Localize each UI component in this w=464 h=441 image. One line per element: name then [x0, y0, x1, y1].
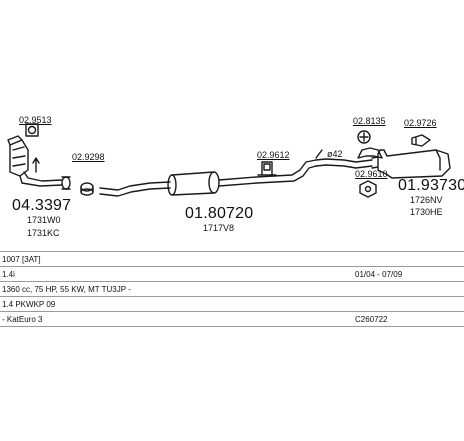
spec-value: 1.4i [2, 270, 15, 279]
spec-row: 1360 cc, 75 HP, 55 KW, MT TU3JP - [0, 281, 464, 296]
hanger-bracket-icon [257, 161, 277, 176]
clamp-icon [411, 134, 431, 147]
oem-ref: 1730HE [410, 207, 443, 217]
part-ref-ring[interactable]: 02.9298 [72, 152, 105, 162]
vehicle-spec-table: 1007 [3AT] 1.4i 01/04 - 07/09 1360 cc, 7… [0, 251, 464, 327]
rubber-mount-icon [357, 130, 383, 159]
spec-value: 1360 cc, 75 HP, 55 KW, MT TU3JP - [2, 285, 131, 294]
catalytic-converter-icon [7, 135, 63, 187]
dimension-arrow [315, 149, 323, 159]
part-code-middle[interactable]: 01.80720 [185, 205, 254, 222]
spec-value: 1007 [3AT] [2, 255, 41, 264]
part-ref-mount[interactable]: 02.8135 [353, 116, 386, 126]
middle-silencer-icon [167, 171, 220, 196]
spec-row: 1.4i 01/04 - 07/09 [0, 266, 464, 281]
part-ref-hanger[interactable]: 02.9612 [257, 150, 290, 160]
part-ref-seal[interactable]: 02.9610 [355, 169, 388, 179]
oem-ref: 1731KC [27, 228, 60, 238]
part-ref-gasket[interactable]: 02.9513 [19, 115, 52, 125]
exhaust-system-diagram: 02.9513 02.9298 02.9612 02.8135 02.9726 … [7, 115, 464, 238]
spec-extra: C260722 [355, 315, 388, 324]
rear-pipe [218, 159, 317, 181]
part-ref-clamp[interactable]: 02.9726 [404, 118, 437, 128]
oem-ref: 1731W0 [27, 215, 61, 225]
flange-gasket-icon [25, 123, 39, 137]
oem-ref: 1717V8 [203, 223, 235, 233]
spec-value: - KatEuro 3 [2, 315, 43, 324]
spec-row: 1.4 PKWKP 09 [0, 296, 464, 311]
spec-row: - KatEuro 3 C260722 [0, 311, 464, 327]
seal-icon [359, 180, 377, 198]
pipe-diameter-label: ø42 [327, 149, 343, 159]
spec-extra: 01/04 - 07/09 [355, 270, 403, 279]
connector-clamp-icon [61, 176, 71, 190]
oem-ref: 1726NV [410, 195, 443, 205]
intermediate-pipe [99, 181, 171, 191]
ring-gasket-icon [80, 182, 94, 196]
spec-row: 1007 [3AT] [0, 251, 464, 266]
part-code-front[interactable]: 04.3397 [12, 197, 72, 214]
part-code-rear[interactable]: 01.93730 [398, 177, 464, 194]
spec-value: 1.4 PKWKP 09 [2, 300, 56, 309]
exhaust-drawing [7, 123, 451, 198]
bolt-icon [32, 157, 40, 173]
